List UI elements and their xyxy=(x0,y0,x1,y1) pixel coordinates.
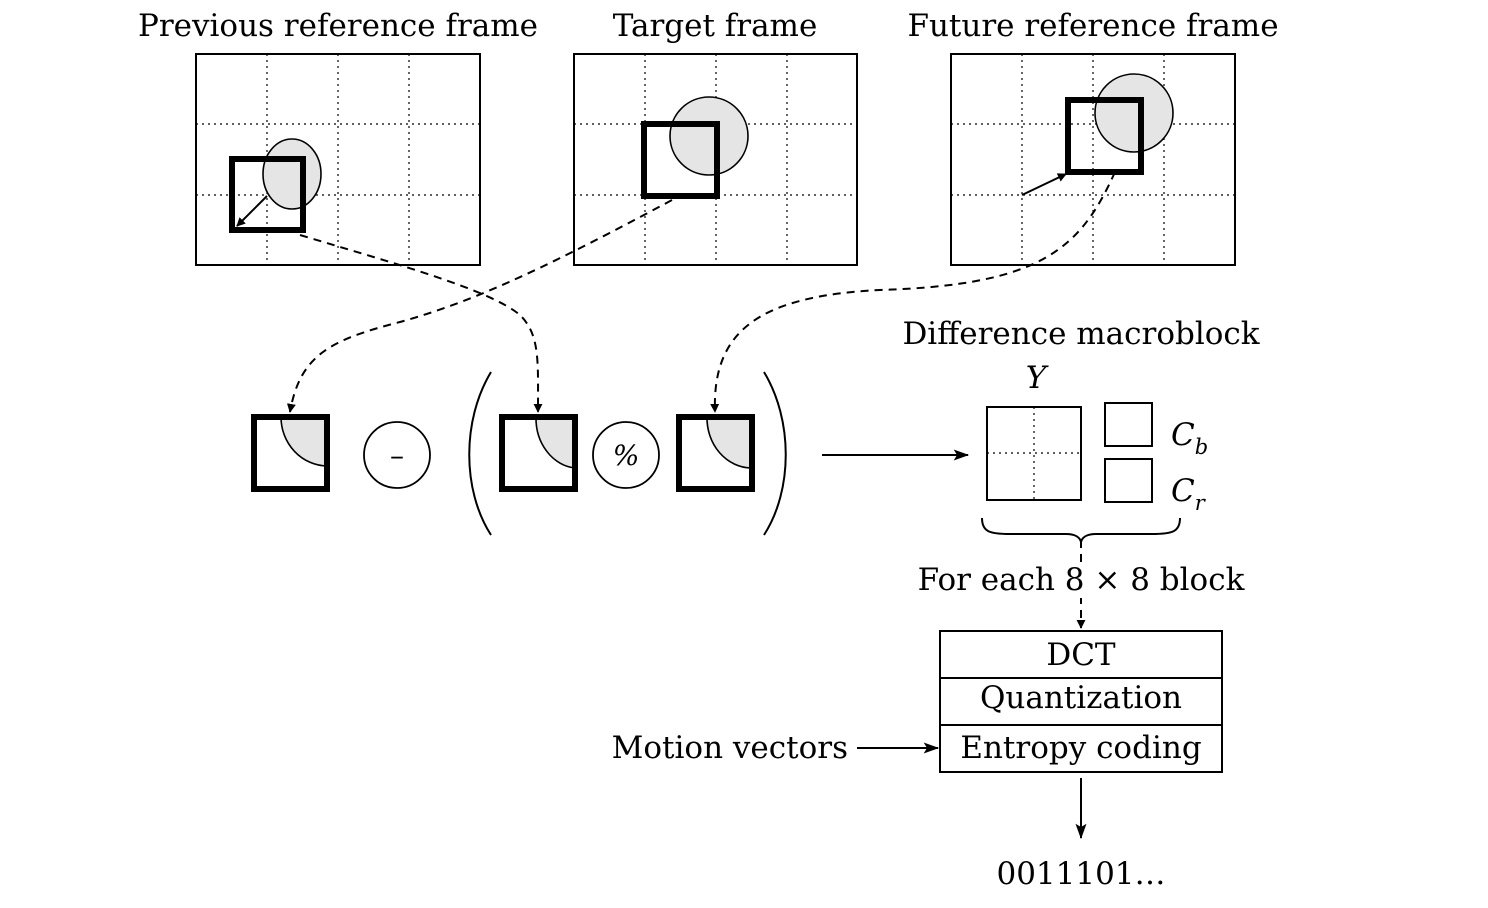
cb-label: Cb xyxy=(1171,417,1208,459)
y-label: Y xyxy=(1026,360,1049,396)
difference-macroblock-title: Difference macroblock xyxy=(902,316,1259,352)
future-prediction-macroblock xyxy=(676,414,755,492)
output-bits: 0011101… xyxy=(996,856,1165,892)
object-circle xyxy=(262,138,322,210)
previous-reference-frame xyxy=(195,53,481,266)
pipeline-step-entropy-coding: Entropy coding xyxy=(960,730,1201,766)
pipeline-step-quantization: Quantization xyxy=(980,680,1182,716)
object-circle xyxy=(669,96,749,176)
future-reference-frame xyxy=(950,53,1236,266)
motion-vector-arrow xyxy=(1021,173,1067,196)
grouping-brace xyxy=(981,517,1181,543)
motion-vector-arrow xyxy=(236,195,268,227)
target-macroblock xyxy=(251,414,330,492)
combine-symbol: % xyxy=(613,439,640,472)
minus-operator: – xyxy=(363,421,431,489)
macroblock xyxy=(641,121,720,199)
macroblock xyxy=(229,156,306,233)
pipeline-step-dct: DCT xyxy=(1046,637,1116,673)
target-frame-label: Target frame xyxy=(613,8,818,44)
motion-vectors-label: Motion vectors xyxy=(612,730,848,766)
cb-block xyxy=(1104,402,1153,447)
target-to-minuend-connector xyxy=(286,199,673,413)
cr-label: Cr xyxy=(1171,473,1207,515)
previous-frame-label: Previous reference frame xyxy=(138,8,538,44)
right-parenthesis xyxy=(763,371,787,536)
cr-block xyxy=(1104,458,1153,503)
combine-operator: % xyxy=(592,421,660,489)
block-step-label: For each 8 × 8 block xyxy=(918,562,1245,598)
future-frame-label: Future reference frame xyxy=(907,8,1278,44)
coding-pipeline: DCT Quantization Entropy coding xyxy=(939,630,1223,773)
previous-prediction-macroblock xyxy=(499,414,578,492)
previous-to-prediction-connector xyxy=(299,234,543,413)
minus-symbol: – xyxy=(390,439,404,472)
target-frame xyxy=(573,53,858,266)
y-block xyxy=(986,406,1082,501)
left-parenthesis xyxy=(468,371,492,536)
future-to-prediction-connector xyxy=(710,171,1116,413)
macroblock xyxy=(1065,97,1144,175)
object-circle xyxy=(1094,73,1174,153)
